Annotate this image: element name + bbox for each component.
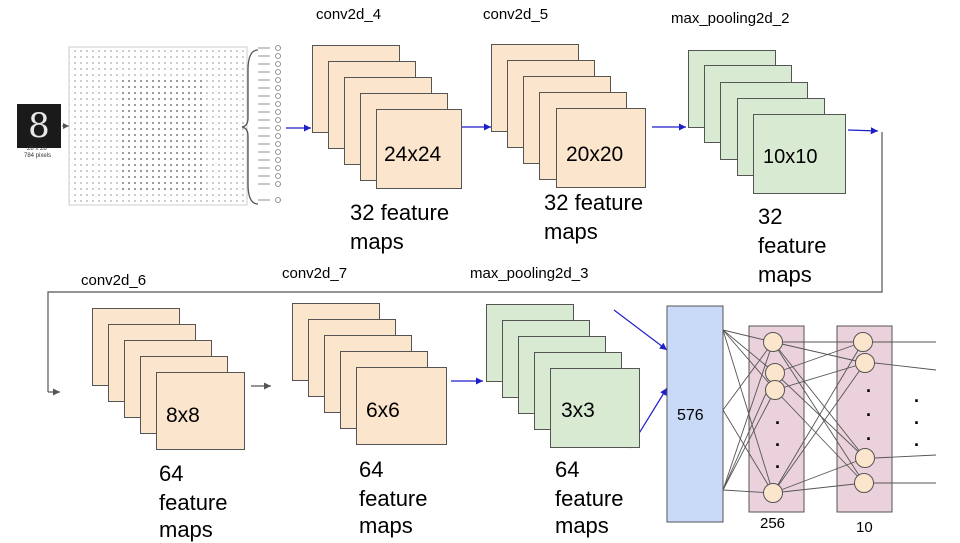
flatten-layer bbox=[666, 305, 724, 523]
input-digit: 8 bbox=[28, 106, 50, 146]
arrow-pool2-out bbox=[847, 127, 879, 135]
conv2d-6-caption-line3: maps bbox=[159, 517, 213, 542]
output-layer-label: 10 bbox=[856, 519, 873, 536]
output-lines bbox=[873, 341, 937, 484]
max-pooling2d-3-caption-line1: 64 bbox=[555, 457, 580, 482]
hidden-neurons bbox=[763, 332, 785, 503]
conv2d-6-caption-line1: 64 bbox=[159, 461, 184, 486]
conv2d-7-title: conv2d_7 bbox=[282, 265, 348, 282]
conv2d-6-caption-line2: feature bbox=[159, 490, 228, 515]
conv2d-4-size: 24x24 bbox=[384, 143, 442, 166]
hidden-layer-label: 256 bbox=[760, 515, 786, 532]
conv2d-5-caption-line2: maps bbox=[544, 219, 598, 244]
max-pooling2d-3-caption-line2: feature bbox=[555, 486, 624, 511]
hidden-dense-layer bbox=[748, 325, 805, 513]
input-image: 8 bbox=[17, 104, 61, 148]
max-pooling2d-2-title: max_pooling2d_2 bbox=[671, 10, 790, 27]
max-pooling2d-2-size: 10x10 bbox=[763, 146, 818, 168]
max-pooling2d-2-caption-line1: 32 bbox=[758, 204, 783, 229]
wrap-connector bbox=[47, 132, 883, 392]
max-pooling2d-3-title: max_pooling2d_3 bbox=[470, 265, 589, 282]
conv2d-7-caption-line3: maps bbox=[359, 513, 413, 538]
hidden-to-output-connections bbox=[772, 341, 866, 494]
conv2d-4-caption-line2: maps bbox=[350, 229, 404, 254]
pixel-grid-digit-region bbox=[118, 76, 202, 190]
conv2d-5-title: conv2d_5 bbox=[483, 6, 549, 23]
conv2d-6-size: 8x8 bbox=[166, 404, 200, 427]
input-size-label: 28 x 28 bbox=[27, 146, 47, 152]
conv2d-7-caption-line1: 64 bbox=[359, 457, 384, 482]
output-neurons bbox=[853, 332, 875, 493]
max-pooling2d-3-caption-line3: maps bbox=[555, 513, 609, 538]
conv2d-4-caption-line1: 32 feature bbox=[350, 200, 450, 225]
flatten-label: 576 bbox=[677, 407, 704, 424]
conv2d-4-title: conv2d_4 bbox=[316, 6, 382, 23]
max-pooling2d-2-caption-line3: maps bbox=[758, 262, 812, 287]
conv2d-5-size: 20x20 bbox=[566, 143, 624, 166]
max-pooling2d-2-caption-line2: feature bbox=[758, 233, 827, 258]
flatten-to-hidden-connections bbox=[722, 329, 776, 494]
input-neuron-column bbox=[258, 45, 281, 203]
conv2d-6-title: conv2d_6 bbox=[81, 272, 147, 289]
input-brace bbox=[241, 49, 259, 205]
conv2d-7-size: 6x6 bbox=[366, 399, 400, 422]
max-pooling2d-3-size: 3x3 bbox=[561, 399, 595, 422]
input-pixels-label: 784 pixels bbox=[24, 153, 52, 159]
conv2d-5-caption-line1: 32 feature bbox=[544, 190, 644, 215]
conv2d-7-caption-line2: feature bbox=[359, 486, 428, 511]
arrow-pool3-to-flatten-top bbox=[613, 309, 668, 351]
